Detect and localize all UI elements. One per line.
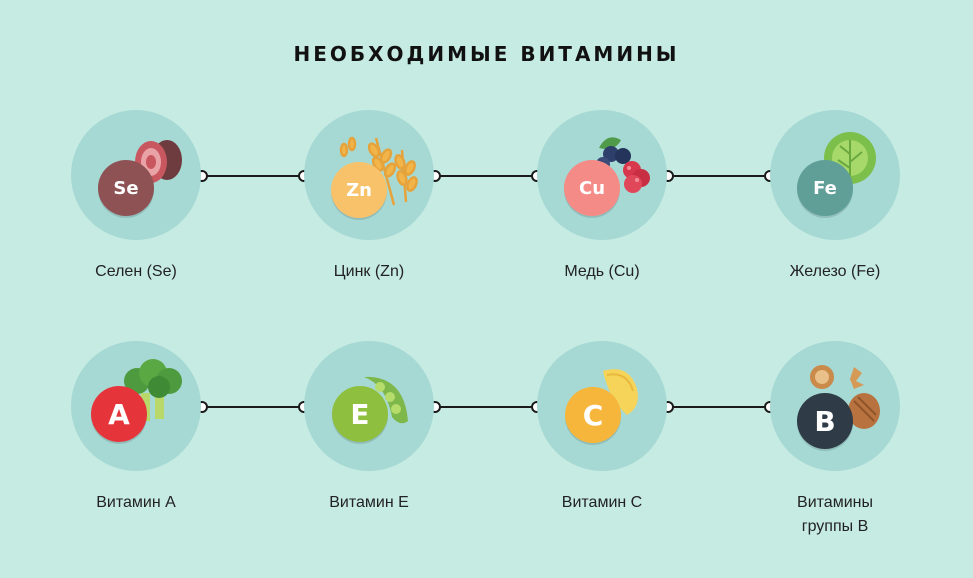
vitamin-badge-c: C	[565, 387, 621, 443]
item-circle: Se	[71, 110, 201, 240]
element-badge-fe: Fe	[797, 160, 853, 216]
item-circle: Fe	[770, 110, 900, 240]
item-circle: C	[537, 341, 667, 471]
berries-icon	[596, 137, 650, 193]
nuts-icon	[810, 365, 880, 429]
item-circle: B	[770, 341, 900, 471]
vitamin-badge-e: E	[332, 386, 388, 442]
item-label-line2: группы В	[801, 518, 869, 535]
vitamin-badge-a: A	[91, 386, 147, 442]
item-circle: A	[71, 341, 201, 471]
item-circle: E	[304, 341, 434, 471]
item-circle: Cu	[537, 110, 667, 240]
item-label: Цинк (Zn)	[333, 263, 405, 280]
item-label: Витамин А	[96, 494, 176, 511]
item-label: Витамин С	[561, 494, 643, 511]
item-label-line1: Витамины	[797, 494, 873, 511]
item-circle: Zn	[304, 110, 434, 240]
element-badge-zn: Zn	[331, 162, 387, 218]
peas-icon	[364, 376, 408, 424]
item-label: Медь (Cu)	[564, 263, 640, 280]
item-label: Селен (Se)	[95, 263, 177, 280]
wheat-icon	[339, 136, 418, 206]
element-badge-cu: Cu	[564, 160, 620, 216]
element-badge-se: Se	[98, 160, 154, 216]
item-label: Железо (Fe)	[789, 263, 881, 280]
page-title: НЕОБХОДИМЫЕ ВИТАМИНЫ	[293, 42, 680, 66]
lemon-icon	[603, 369, 638, 415]
item-label: Витамин Е	[329, 494, 409, 511]
vitamin-badge-b: B	[797, 393, 853, 449]
item-label: Витамины группы В	[745, 491, 925, 539]
